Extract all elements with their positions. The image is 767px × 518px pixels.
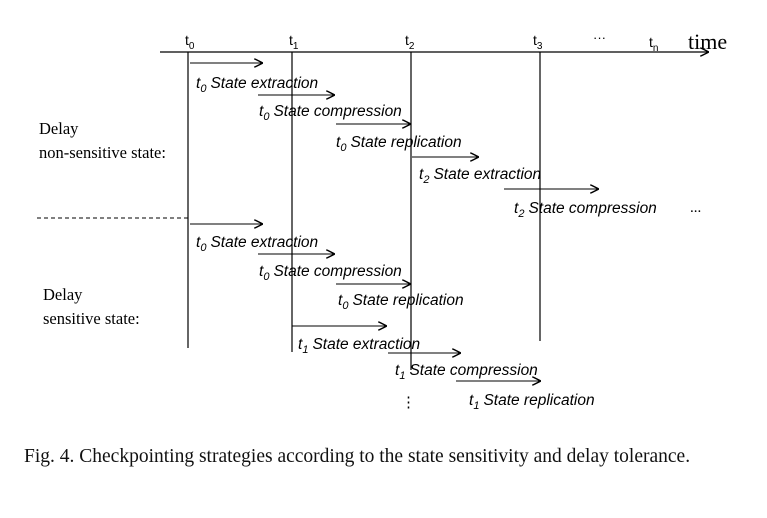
time-axis-label: time bbox=[688, 29, 727, 54]
group-label-sensitive: Delay sensitive state: bbox=[43, 285, 140, 328]
tick-label-tn: tn bbox=[649, 34, 658, 54]
sensitive-continuation: ⋮ bbox=[401, 395, 416, 411]
group-label-non-sensitive: Delay non-sensitive state: bbox=[39, 119, 166, 162]
tick-label-t0: t0 bbox=[185, 32, 195, 52]
tick-label-t3: t3 bbox=[533, 32, 543, 52]
tick-label-t1: t1 bbox=[289, 32, 299, 52]
tick-ellipsis: ··· bbox=[593, 30, 606, 45]
figure-caption: Fig. 4. Checkpointing strategies accordi… bbox=[24, 446, 691, 467]
non-sensitive-continuation: ... bbox=[690, 200, 701, 216]
tick-label-t2: t2 bbox=[405, 32, 415, 52]
